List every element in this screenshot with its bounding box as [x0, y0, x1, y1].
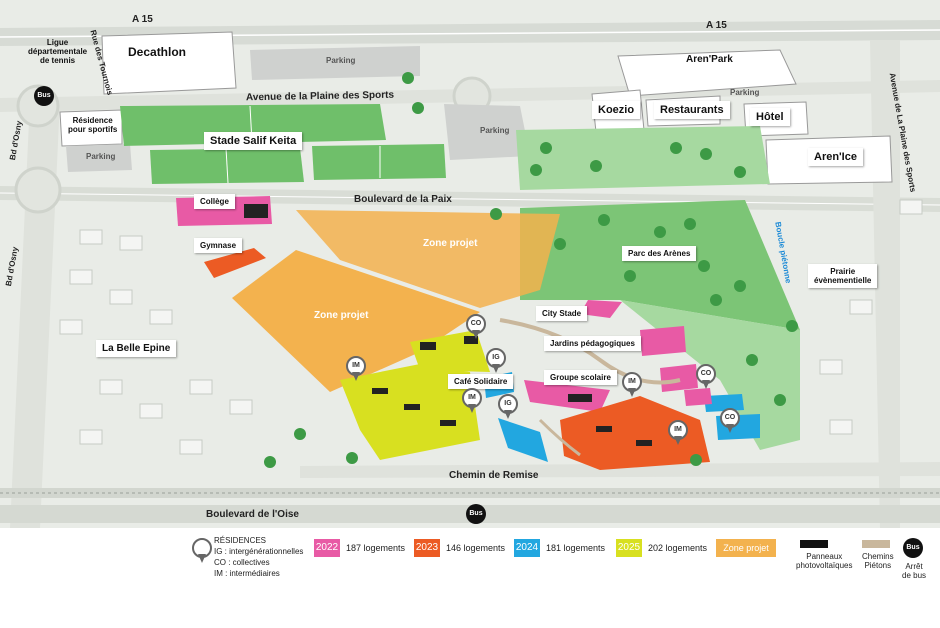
road-a15-left: A 15: [132, 14, 153, 25]
label-groupe-scolaire: Groupe scolaire: [544, 370, 617, 385]
label-la-belle-epine: La Belle Epine: [96, 340, 177, 357]
road-boulevard-paix: Boulevard de la Paix: [354, 194, 452, 205]
residence-pin-co[interactable]: CO: [466, 314, 486, 340]
residence-pin-im[interactable]: IM: [668, 420, 688, 446]
site-plan-map: A 15 A 15 Avenue de la Plaine des Sports…: [0, 0, 940, 528]
label-parking-mid: Parking: [480, 126, 510, 135]
road-boulevard-oise: Boulevard de l'Oise: [206, 509, 299, 520]
pin-tail: [726, 424, 734, 433]
solar-panel-swatch: [800, 540, 828, 548]
label-zone-projet-top: Zone projet: [423, 238, 478, 249]
pin-tail: [628, 388, 636, 397]
pin-tail: [504, 410, 512, 419]
label-parking-top: Parking: [326, 56, 356, 65]
pin-tail: [702, 380, 710, 389]
label-parking-hotel: Parking: [730, 88, 760, 97]
pin-label: CO: [696, 364, 716, 384]
pin-tail: [468, 404, 476, 413]
label-parc-arenes: Parc des Arènes: [622, 246, 697, 261]
residence-pin-im[interactable]: IM: [462, 388, 482, 414]
road-chemin-remise: Chemin de Remise: [449, 470, 539, 481]
legend-residences-ig: IG : intergénérationnelles: [214, 547, 304, 556]
legend-arret-bus: Arrêt de bus: [902, 562, 927, 580]
legend-swatch-2024: 2024: [514, 539, 540, 557]
legend-2024-count: 181 logements: [546, 543, 606, 553]
label-restaurants: Restaurants: [654, 101, 730, 119]
residence-pin-co[interactable]: CO: [720, 408, 740, 434]
residence-pin-ig[interactable]: IG: [498, 394, 518, 420]
label-college: Collège: [194, 194, 235, 209]
legend-chemins: Chemins Piétons: [862, 552, 894, 570]
road-a15-right: A 15: [706, 20, 727, 31]
label-ligue-tennis: Ligue départementale de tennis: [28, 38, 88, 65]
bus-stop-icon[interactable]: Bus: [466, 504, 486, 524]
legend-panneaux: Panneaux photovoltaïques: [796, 552, 853, 570]
legend-residences-im: IM : intermédiaires: [214, 569, 280, 578]
label-parking-left: Parking: [86, 152, 116, 161]
label-prairie: Prairie évènementielle: [808, 264, 878, 288]
pin-tail: [492, 364, 500, 373]
pedestrian-path-swatch: [862, 540, 890, 548]
label-cafe-solidaire: Café Solidaire: [448, 374, 514, 389]
legend-residences-title: RÉSIDENCES: [214, 536, 267, 545]
label-gymnase: Gymnase: [194, 238, 243, 253]
legend-pin-tail: [198, 554, 206, 563]
residence-pin-im[interactable]: IM: [346, 356, 366, 382]
legend-2023-count: 146 logements: [446, 543, 506, 553]
label-stade: Stade Salif Keita: [204, 132, 303, 150]
legend-swatch-2023: 2023: [414, 539, 440, 557]
legend-residences-co: CO : collectives: [214, 558, 270, 567]
pin-tail: [674, 436, 682, 445]
residence-pin-im[interactable]: IM: [622, 372, 642, 398]
map-base-drawing: [0, 20, 940, 528]
label-aren-park: Aren'Park: [686, 54, 733, 65]
label-zone-projet-left: Zone projet: [314, 310, 369, 321]
label-decathlon: Decathlon: [128, 45, 187, 59]
label-city-stade: City Stade: [536, 306, 588, 321]
label-koezio: Koezio: [592, 101, 641, 119]
label-residence-sportifs: Résidence pour sportifs: [68, 116, 118, 134]
label-aren-ice: Aren'Ice: [808, 148, 863, 166]
residence-pin-co[interactable]: CO: [696, 364, 716, 390]
label-jardins-pedagogiques: Jardins pédagogiques: [544, 336, 641, 351]
bus-stop-icon[interactable]: Bus: [34, 86, 54, 106]
residence-pin-ig[interactable]: IG: [486, 348, 506, 374]
legend-bus-icon: Bus: [903, 538, 923, 558]
label-hotel: Hôtel: [750, 108, 790, 126]
legend-2025-count: 202 logements: [648, 543, 708, 553]
legend-2022-count: 187 logements: [346, 543, 406, 553]
map-legend: RÉSIDENCES IG : intergénérationnelles CO…: [0, 528, 940, 628]
pin-tail: [472, 330, 480, 339]
legend-swatch-2022: 2022: [314, 539, 340, 557]
legend-swatch-2025: 2025: [616, 539, 642, 557]
legend-pin-icon: [192, 538, 212, 564]
legend-swatch-zone-projet: Zone projet: [716, 539, 776, 557]
pin-tail: [352, 372, 360, 381]
